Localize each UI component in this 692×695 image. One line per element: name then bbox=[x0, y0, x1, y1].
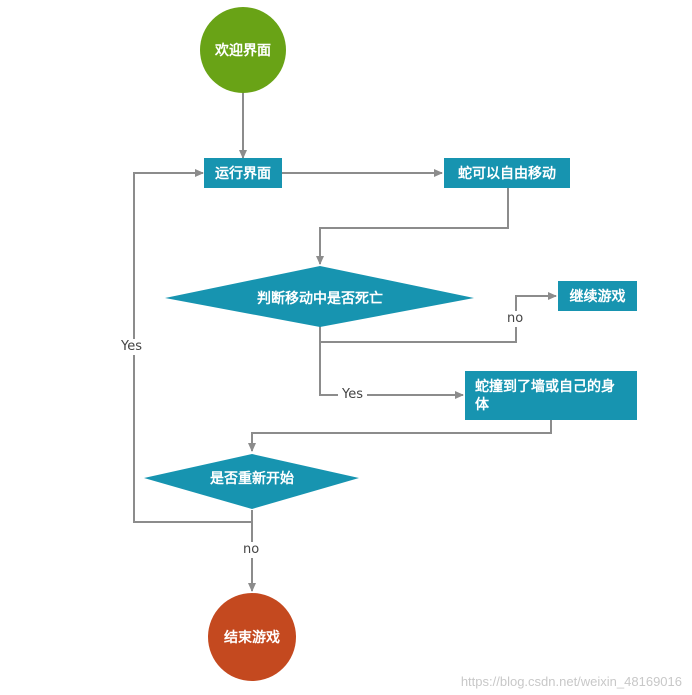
decision-check-death-label: 判断移动中是否死亡 bbox=[257, 291, 383, 307]
process-continue-game: 继续游戏 bbox=[558, 281, 637, 311]
edge-check-yes-hitwall bbox=[319, 342, 464, 399]
process-hit-wall-label: 蛇撞到了墙或自己的身体 bbox=[475, 378, 615, 413]
end-node-end-game: 结束游戏 bbox=[208, 593, 296, 681]
diamond-restart bbox=[144, 454, 359, 509]
diamond-check-death bbox=[165, 266, 474, 327]
process-snake-move: 蛇可以自由移动 bbox=[444, 158, 570, 188]
edge-label-no-end: no bbox=[239, 542, 264, 558]
edge-label-no-continue: no bbox=[503, 311, 528, 327]
edge-move-to-check bbox=[316, 188, 509, 265]
edge-check-no-continue bbox=[319, 292, 557, 343]
start-node-label: 欢迎界面 bbox=[215, 43, 271, 59]
process-continue-game-label: 继续游戏 bbox=[569, 289, 626, 305]
decision-restart-label: 是否重新开始 bbox=[210, 471, 294, 487]
start-node-welcome: 欢迎界面 bbox=[200, 7, 286, 93]
process-snake-move-label: 蛇可以自由移动 bbox=[458, 166, 556, 182]
process-run-screen: 运行界面 bbox=[204, 158, 282, 188]
edge-label-yes-restart: Yes bbox=[117, 339, 146, 355]
process-run-screen-label: 运行界面 bbox=[215, 166, 271, 182]
end-node-label: 结束游戏 bbox=[224, 630, 280, 646]
edge-hitwall-to-restart bbox=[248, 420, 552, 452]
watermark-text: https://blog.csdn.net/weixin_48169016 bbox=[460, 674, 682, 689]
edge-label-yes-death: Yes bbox=[338, 387, 367, 403]
process-hit-wall: 蛇撞到了墙或自己的身体 bbox=[465, 371, 637, 420]
